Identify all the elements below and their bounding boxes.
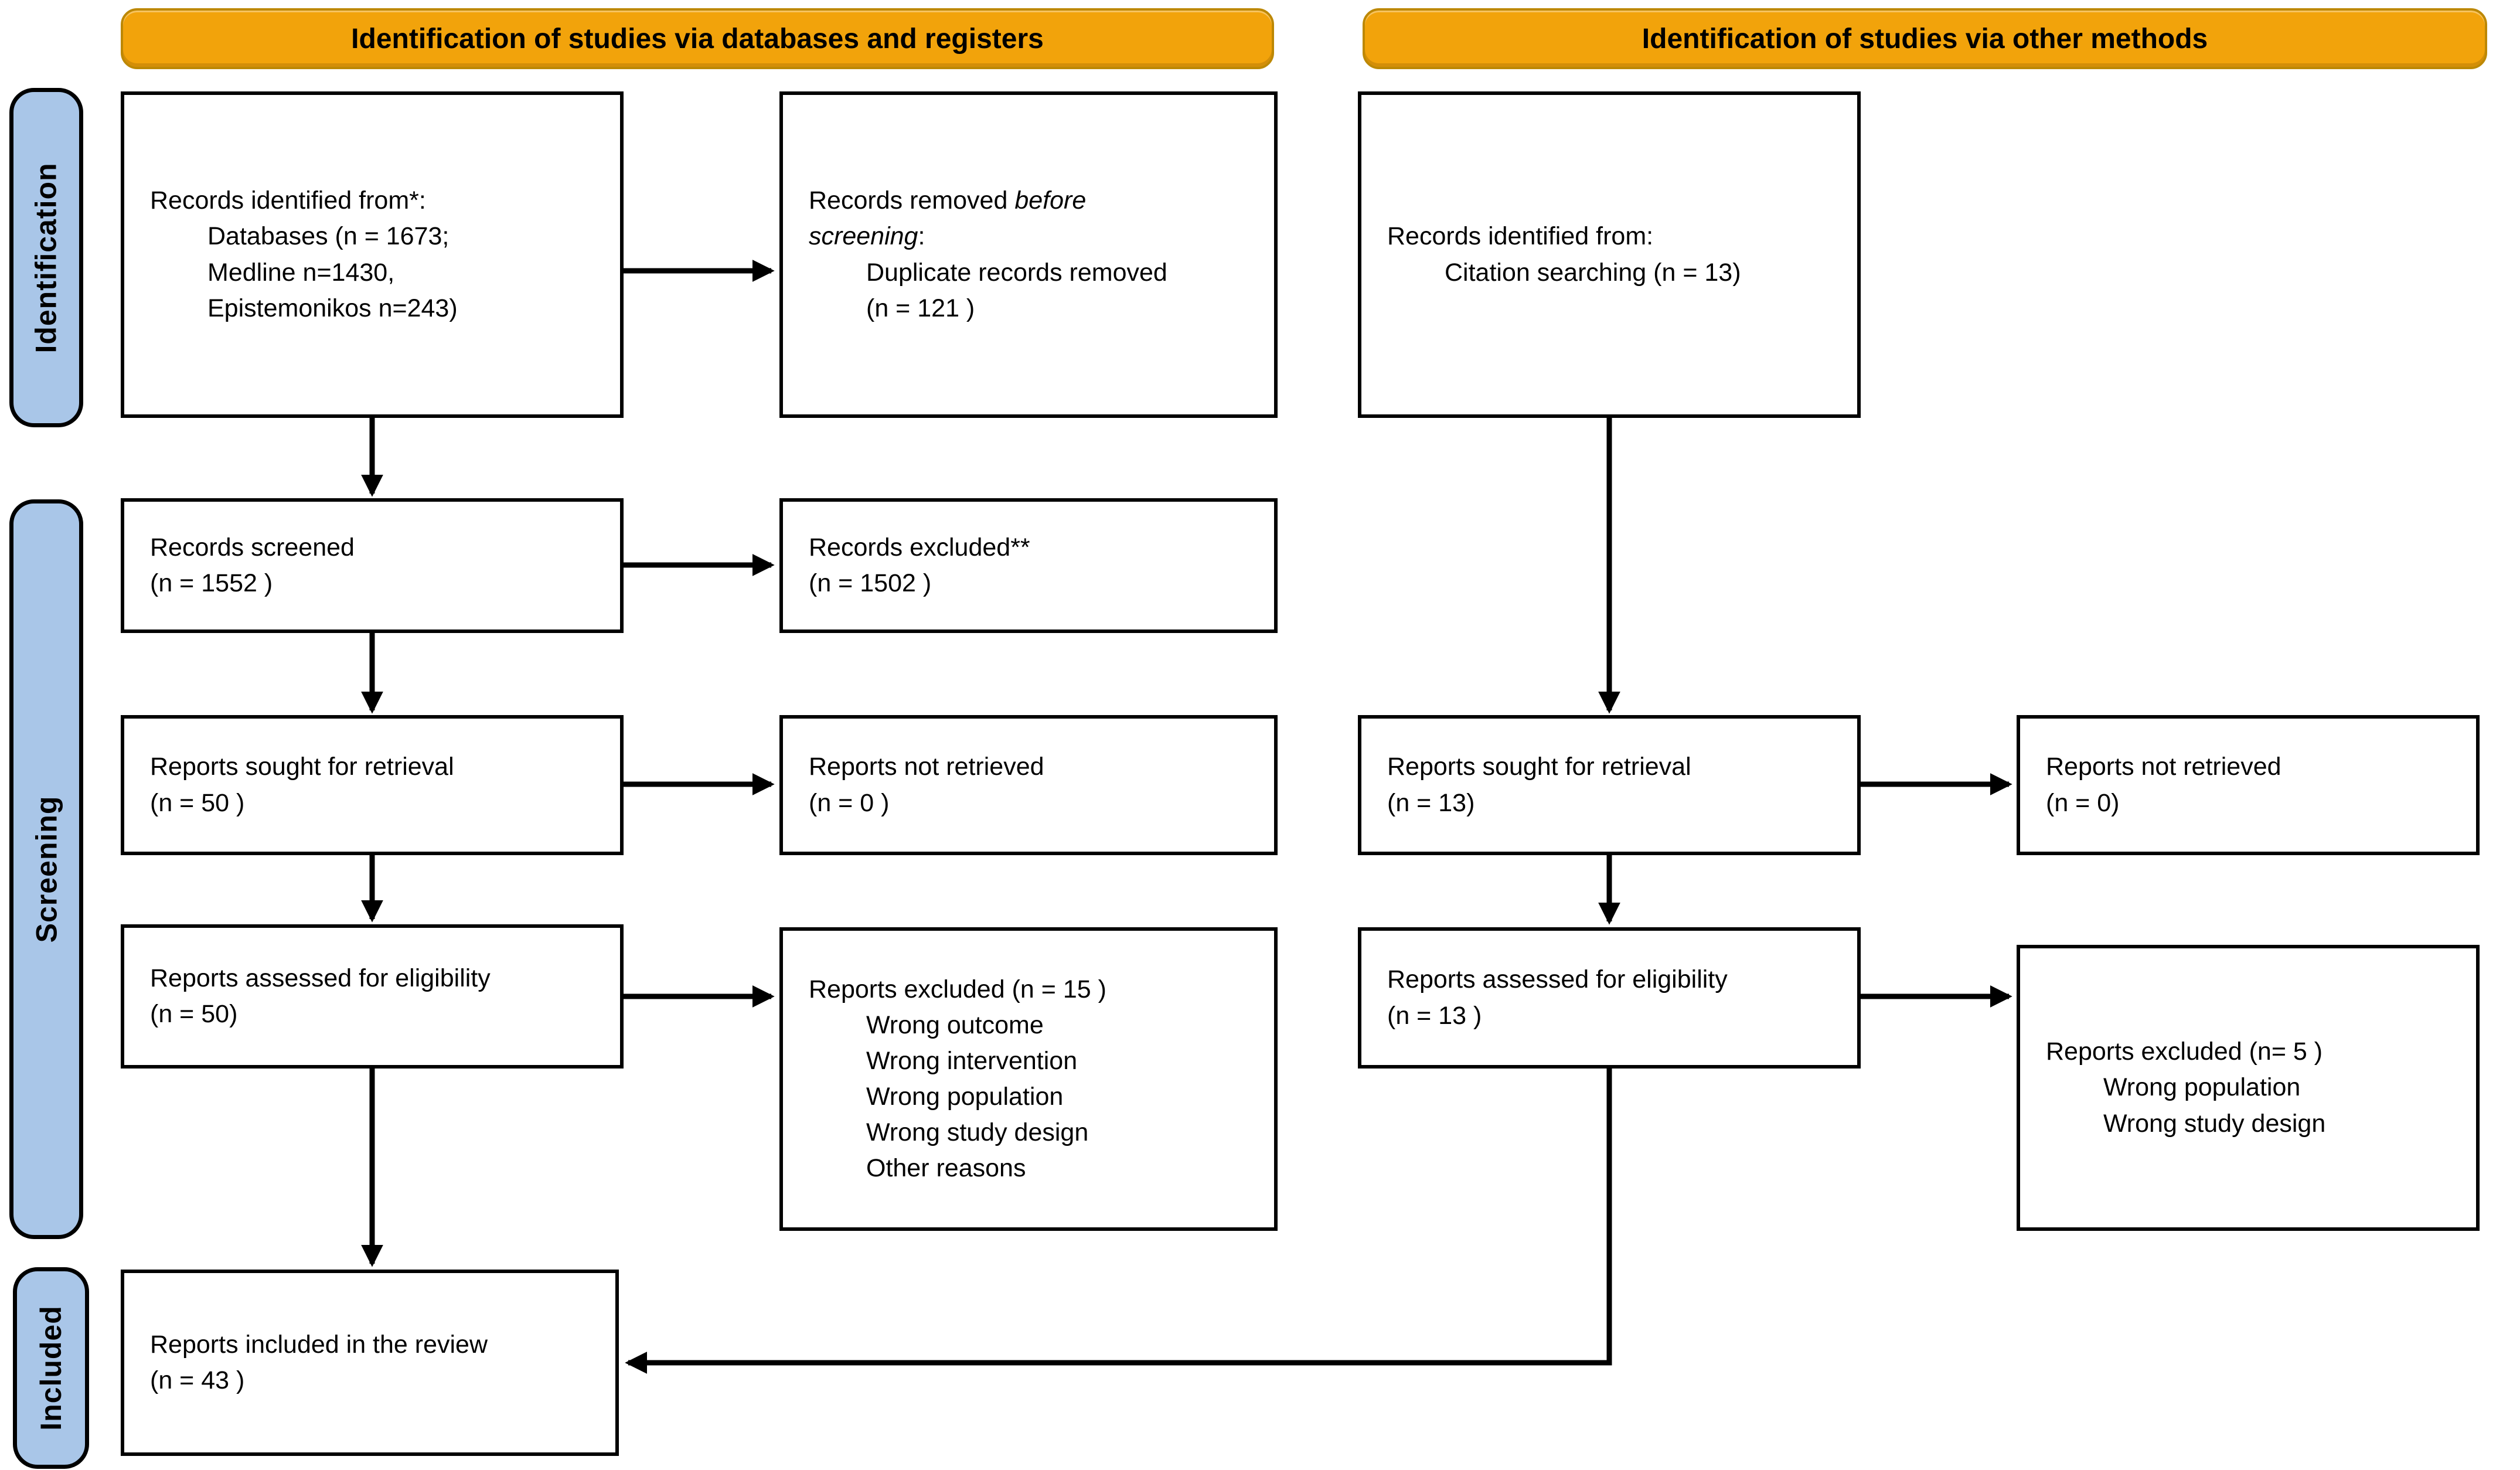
box-text-line: Wrong study design (2103, 1109, 2326, 1138)
box-records-excluded: Records excluded** (n = 1502 ) (779, 498, 1278, 633)
box-text-line: Other reasons (866, 1154, 1026, 1183)
box-text-line: (n = 0 ) (809, 788, 890, 817)
banner-other-methods: Identification of studies via other meth… (1363, 8, 2487, 69)
box-text-line: Duplicate records removed (866, 258, 1167, 287)
box-text-line: Records identified from*: (150, 186, 426, 215)
box-text-line: (n = 13) (1387, 788, 1475, 817)
sidebar-phase-identification-label: Identification (30, 162, 63, 353)
box-records-identified: Records identified from*: Databases (n = … (121, 91, 624, 418)
box-text-line: (n = 121 ) (866, 294, 975, 322)
box-text-line: Epistemonikos n=243) (207, 294, 458, 322)
box-text-line: Citation searching (n = 13) (1445, 258, 1741, 287)
banner-databases-registers: Identification of studies via databases … (121, 8, 1274, 69)
box-reports-assessed-other: Reports assessed for eligibility (n = 13 … (1358, 927, 1861, 1069)
box-text-line: Reports sought for retrieval (1387, 753, 1691, 781)
box-reports-sought-db: Reports sought for retrieval (n = 50 ) (121, 715, 624, 855)
box-reports-assessed-db: Reports assessed for eligibility (n = 50) (121, 924, 624, 1069)
box-reports-excluded-other: Reports excluded (n= 5 ) Wrong population… (2017, 945, 2480, 1231)
sidebar-phase-screening-label: Screening (30, 795, 63, 943)
box-text-line: Reports included in the review (150, 1330, 488, 1359)
box-text-line: Wrong population (866, 1083, 1064, 1111)
box-text-line: (n = 0) (2046, 788, 2120, 817)
sidebar-phase-screening: Screening (9, 499, 83, 1239)
box-text-line: Databases (n = 1673; (207, 222, 449, 251)
box-text-line: Records excluded** (809, 533, 1030, 562)
sidebar-phase-included: Included (13, 1267, 89, 1469)
box-reports-not-retrieved-other: Reports not retrieved (n = 0) (2017, 715, 2480, 855)
box-records-screened: Records screened (n = 1552 ) (121, 498, 624, 633)
box-text-line: Reports not retrieved (809, 753, 1044, 781)
box-text-line: Reports excluded (n = 15 ) (809, 975, 1106, 1003)
box-records-identified-other: Records identified from: Citation searchi… (1358, 91, 1861, 418)
banner-other-methods-label: Identification of studies via other meth… (1642, 23, 2208, 55)
sidebar-phase-identification: Identification (9, 88, 83, 427)
box-text-line: Reports excluded (n= 5 ) (2046, 1037, 2323, 1066)
box-text-line: Records removed before (809, 186, 1087, 215)
box-text-line: (n = 50) (150, 1000, 238, 1028)
box-text-line: (n = 13 ) (1387, 1001, 1482, 1030)
box-reports-not-retrieved-db: Reports not retrieved (n = 0 ) (779, 715, 1278, 855)
box-text-line: Medline n=1430, (207, 258, 395, 287)
box-text-line: (n = 1502 ) (809, 569, 932, 597)
box-records-removed: Records removed before screening: Duplicat… (779, 91, 1278, 418)
box-reports-included: Reports included in the review (n = 43 ) (121, 1270, 619, 1456)
box-text-line: Records identified from: (1387, 222, 1654, 251)
box-text-line: (n = 1552 ) (150, 569, 273, 597)
banner-databases-registers-label: Identification of studies via databases … (351, 23, 1044, 55)
box-text-line: Wrong outcome (866, 1010, 1044, 1039)
box-text-line: Reports assessed for eligibility (150, 964, 491, 992)
box-reports-sought-other: Reports sought for retrieval (n = 13) (1358, 715, 1861, 855)
box-text-line: Wrong study design (866, 1118, 1089, 1147)
box-text-line: Wrong intervention (866, 1046, 1078, 1075)
sidebar-phase-included-label: Included (35, 1305, 68, 1431)
box-text-line: screening: (809, 222, 925, 251)
box-text-line: Reports sought for retrieval (150, 753, 454, 781)
box-text-line: Reports not retrieved (2046, 753, 2281, 781)
box-text-line: Reports assessed for eligibility (1387, 965, 1728, 994)
box-text-line: Records screened (150, 533, 355, 562)
box-text-line: (n = 43 ) (150, 1366, 245, 1394)
box-text-line: (n = 50 ) (150, 788, 245, 817)
box-text-line: Wrong population (2103, 1073, 2301, 1102)
